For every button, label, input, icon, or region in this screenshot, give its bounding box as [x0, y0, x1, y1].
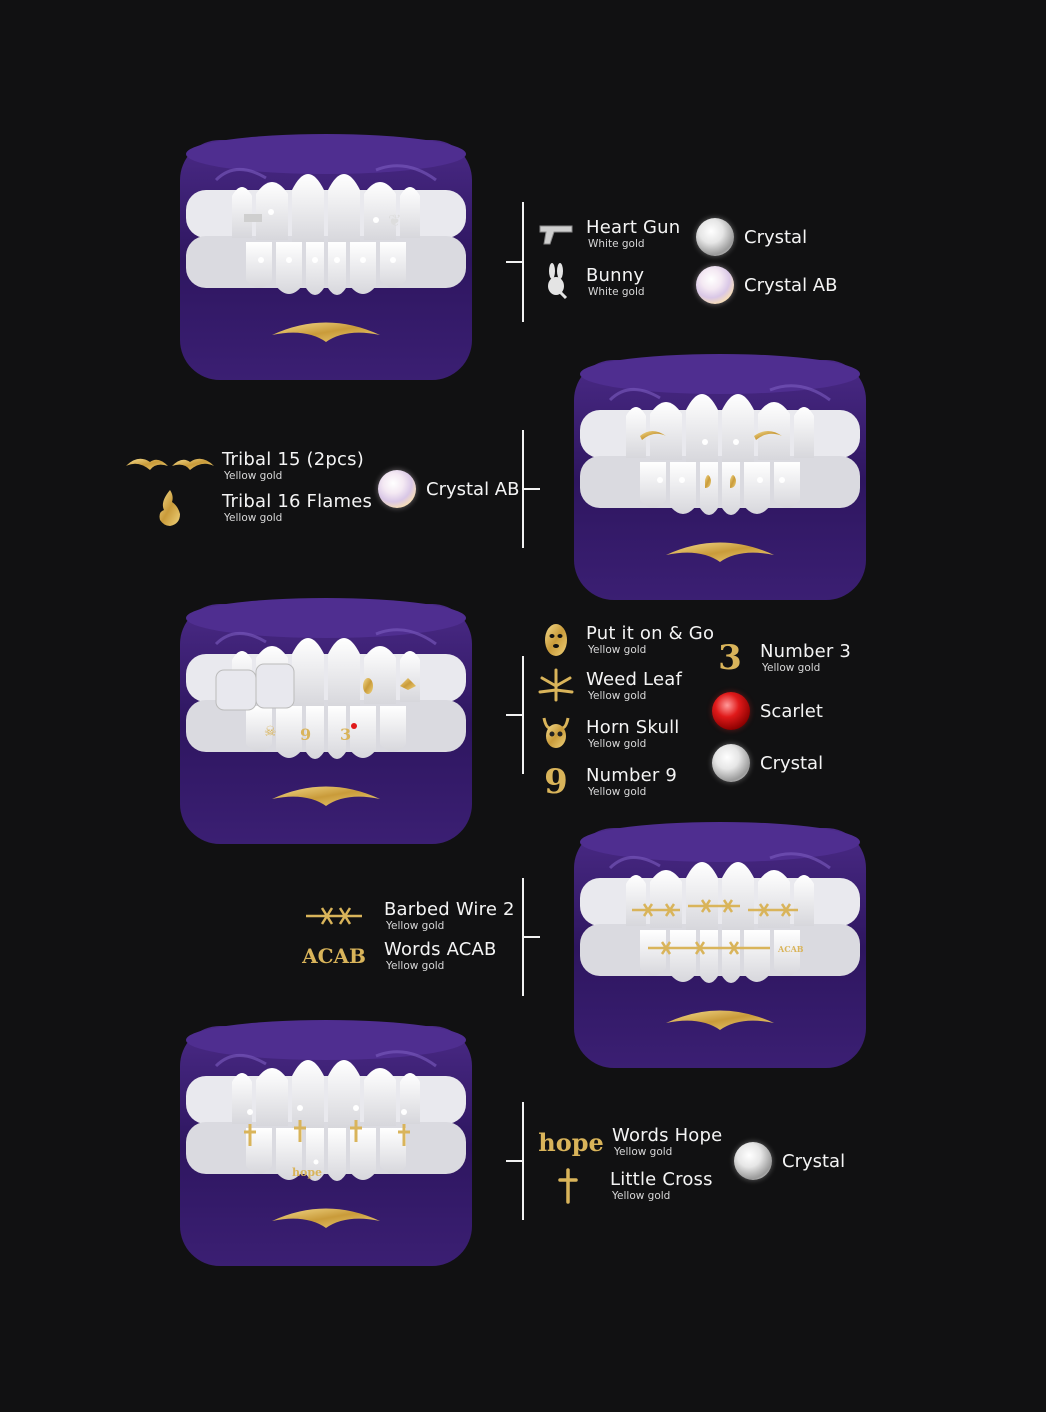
- item-tribal-16-flames: Tribal 16 Flames Yellow gold: [150, 488, 372, 528]
- bracket-4: [522, 878, 524, 996]
- scarlet-gem-icon: [712, 692, 750, 730]
- item-name: Tribal 15 (2pcs): [222, 448, 364, 470]
- crystal-ab-gem-icon: [378, 470, 416, 508]
- item-name: Put it on & Go: [586, 622, 715, 644]
- tribal-icon: [124, 446, 216, 486]
- mouth-tray-2: [570, 350, 870, 610]
- item-metal: Yellow gold: [588, 689, 647, 702]
- item-name: Number 3: [760, 640, 852, 662]
- gem-scarlet: Scarlet: [712, 692, 823, 730]
- mouth-tray-1: ❦: [176, 130, 476, 390]
- item-name: Heart Gun: [586, 216, 681, 238]
- item-metal: Yellow gold: [588, 785, 647, 798]
- gem-name: Crystal: [782, 1150, 846, 1172]
- item-bunny: Bunny White gold: [536, 262, 645, 302]
- gem-crystal-ab: Crystal AB: [696, 266, 837, 304]
- gem-name: Crystal: [744, 226, 808, 248]
- item-tribal-15: Tribal 15 (2pcs) Yellow gold: [124, 446, 364, 486]
- gun-icon: [536, 214, 576, 254]
- item-weed-leaf: Weed Leaf Yellow gold: [536, 666, 682, 706]
- item-metal: Yellow gold: [386, 959, 445, 972]
- item-name: Weed Leaf: [586, 668, 682, 690]
- item-name: Little Cross: [610, 1168, 713, 1190]
- barbed-wire-icon: [304, 896, 364, 936]
- item-metal: Yellow gold: [224, 511, 283, 524]
- hope-icon: hope: [538, 1127, 604, 1157]
- gem-name: Crystal AB: [744, 274, 838, 296]
- bracket-2: [522, 430, 524, 548]
- skull-icon: [536, 714, 576, 754]
- nine-icon: 9: [544, 762, 568, 802]
- item-words-hope: hope Words Hope Yellow gold: [538, 1122, 723, 1162]
- crystal-gem-icon: [734, 1142, 772, 1180]
- item-name: Tribal 16 Flames: [222, 490, 373, 512]
- gun-charm: [244, 214, 262, 222]
- item-number-3: 3 Number 3 Yellow gold: [710, 638, 851, 678]
- item-metal: Yellow gold: [588, 737, 647, 750]
- mask-icon: [536, 620, 576, 660]
- item-name: Words Hope: [612, 1124, 723, 1146]
- item-metal: White gold: [588, 237, 645, 250]
- item-words-acab: ACAB Words ACAB Yellow gold: [302, 936, 497, 976]
- item-name: Number 9: [586, 764, 678, 786]
- item-name: Words ACAB: [384, 938, 497, 960]
- gem-name: Scarlet: [760, 700, 823, 722]
- bracket-tick-3: [506, 714, 522, 716]
- item-horn-skull: Horn Skull Yellow gold: [536, 714, 679, 754]
- item-metal: White gold: [588, 285, 645, 298]
- bunny-icon: [536, 262, 576, 302]
- item-name: Barbed Wire 2: [384, 898, 515, 920]
- bracket-tick-5: [506, 1160, 522, 1162]
- bracket-3: [522, 656, 524, 774]
- item-name: Bunny: [586, 264, 645, 286]
- svg-text:☠: ☠: [264, 724, 277, 740]
- item-metal: Yellow gold: [224, 469, 283, 482]
- bracket-tick-4: [524, 936, 540, 938]
- gem-crystal: Crystal: [712, 744, 823, 782]
- bracket-tick-2: [524, 488, 540, 490]
- charm-three: 3: [340, 725, 351, 744]
- gem-crystal-ab: Crystal AB: [378, 470, 519, 508]
- item-metal: Yellow gold: [612, 1189, 671, 1202]
- charm-acab: ACAB: [777, 944, 804, 954]
- leaf-icon: [536, 666, 576, 706]
- gem-crystal: Crystal: [696, 218, 807, 256]
- bracket-5: [522, 1102, 524, 1220]
- flame-icon: [150, 488, 190, 528]
- crystal-ab-gem-icon: [696, 266, 734, 304]
- bracket-tick-1: [506, 261, 522, 263]
- acab-icon: ACAB: [302, 944, 366, 968]
- mouth-tray-3: ☠ 9 3: [176, 594, 476, 854]
- item-heart-gun: Heart Gun White gold: [536, 214, 680, 254]
- svg-text:❦: ❦: [388, 211, 401, 230]
- gem-name: Crystal AB: [426, 478, 520, 500]
- item-put-it-on-and-go: Put it on & Go Yellow gold: [536, 620, 714, 660]
- three-icon: 3: [718, 638, 742, 678]
- bracket-1: [522, 202, 524, 322]
- gem-crystal: Crystal: [734, 1142, 845, 1180]
- gem-name: Crystal: [760, 752, 824, 774]
- item-name: Horn Skull: [586, 716, 680, 738]
- item-metal: Yellow gold: [386, 919, 445, 932]
- charm-nine: 9: [300, 725, 311, 744]
- cross-icon: [548, 1166, 588, 1206]
- item-barbed-wire-2: Barbed Wire 2 Yellow gold: [304, 896, 515, 936]
- item-metal: Yellow gold: [614, 1145, 673, 1158]
- mouth-tray-5: hope: [176, 1016, 476, 1276]
- item-little-cross: Little Cross Yellow gold: [548, 1166, 713, 1206]
- item-metal: Yellow gold: [588, 643, 647, 656]
- charm-hope: hope: [292, 1166, 322, 1179]
- crystal-gem-icon: [696, 218, 734, 256]
- crystal-gem-icon: [712, 744, 750, 782]
- item-metal: Yellow gold: [762, 661, 821, 674]
- mouth-tray-4: ACAB: [570, 818, 870, 1078]
- item-number-9: 9 Number 9 Yellow gold: [536, 762, 677, 802]
